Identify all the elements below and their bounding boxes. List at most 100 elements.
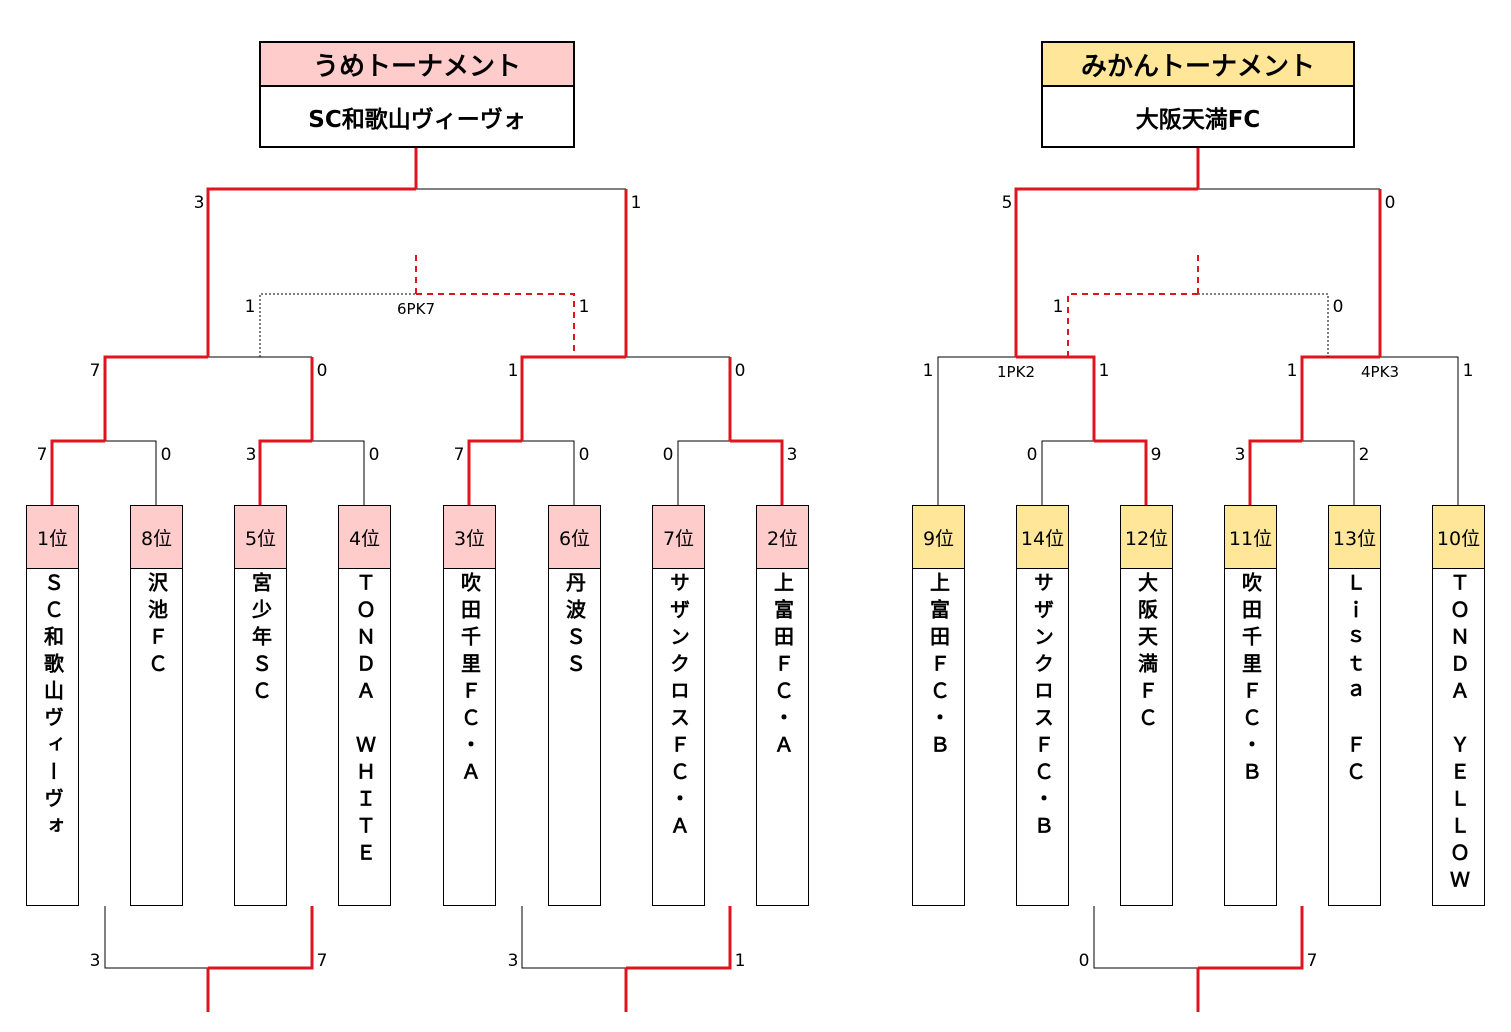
ume-cons-line-2b — [626, 906, 732, 970]
team-rank: 3位 — [444, 506, 495, 569]
ume-r2-score-2: 0 — [316, 361, 328, 381]
ume-r1-line-3b — [522, 440, 575, 505]
team-rank: 5位 — [235, 506, 286, 569]
mikan-r2-pk-2: 4PK3 — [1361, 363, 1399, 381]
team-name: 丹波ＳＳ — [562, 572, 587, 680]
ume-team-1: 1位 ＳＣ和歌山ヴィーヴォ — [26, 505, 79, 906]
ume-r1-line-3a — [467, 439, 522, 505]
team-rank: 1位 — [27, 506, 78, 569]
ume-team-6: 6位 丹波ＳＳ — [548, 505, 601, 906]
ume-team-4: 4位 ＴＯＮＤＡ ＷＨＩＴＥ — [338, 505, 391, 906]
mikan-cons-line-b — [1198, 906, 1304, 970]
ume-r1-score-1: 7 — [36, 445, 48, 465]
ume-cons-line-1b — [208, 906, 314, 970]
ume-cons-score-1: 3 — [89, 951, 101, 971]
mikan-r1-line-1b — [1094, 439, 1148, 505]
ume-r1-line-2b — [312, 440, 365, 505]
ume-cons-line-1a — [104, 906, 208, 969]
ume-third-line-b — [416, 293, 575, 357]
ume-team-2: 8位 沢池ＦＣ — [130, 505, 183, 906]
ume-final-score-2: 1 — [630, 193, 642, 213]
mikan-third-score-1: 1 — [1052, 297, 1064, 317]
team-rank: 9位 — [913, 506, 964, 569]
mikan-third-line-a — [1067, 293, 1198, 357]
team-name: サザンクロスＦＣ・Ａ — [666, 572, 691, 842]
team-name: Ｌｉｓｔａ ＦＣ — [1342, 572, 1367, 788]
team-rank: 6位 — [549, 506, 600, 569]
ume-r2-score-1: 7 — [89, 361, 101, 381]
mikan-r2-line-1b — [1016, 355, 1096, 441]
team-name: 上富田ＦＣ・Ｂ — [926, 572, 951, 761]
ume-third-pk: 6PK7 — [397, 300, 435, 318]
ume-r2-line-1a — [103, 355, 208, 441]
mikan-title: みかんトーナメント — [1043, 43, 1353, 87]
ume-r1-score-6: 0 — [578, 445, 590, 465]
ume-r1-line-4b — [730, 439, 784, 505]
mikan-team-6: 10位 ＴＯＮＤＡ ＹＥＬＬＯＷ — [1432, 505, 1485, 906]
team-rank: 11位 — [1225, 506, 1276, 569]
ume-cons-line-2a — [521, 906, 626, 969]
ume-r2-line-2a — [520, 355, 626, 441]
mikan-final-score-1: 5 — [1001, 193, 1013, 213]
team-name: サザンクロスＦＣ・Ｂ — [1030, 572, 1055, 842]
ume-r1-score-7: 0 — [662, 445, 674, 465]
mikan-team-1: 9位 上富田ＦＣ・Ｂ — [912, 505, 965, 906]
ume-third-score-1: 1 — [244, 297, 256, 317]
team-name: 宮少年ＳＣ — [248, 572, 273, 707]
ume-r1-score-5: 7 — [453, 445, 465, 465]
team-rank: 13位 — [1329, 506, 1380, 569]
mikan-r2-pk-1: 1PK2 — [997, 363, 1035, 381]
mikan-team-5: 13位 Ｌｉｓｔａ ＦＣ — [1328, 505, 1381, 906]
ume-third-score-2: 1 — [578, 297, 590, 317]
mikan-team-3: 12位 大阪天満ＦＣ — [1120, 505, 1173, 906]
team-name: ＳＣ和歌山ヴィーヴォ — [40, 572, 65, 842]
mikan-r1-line-2b — [1302, 440, 1355, 505]
ume-winner: SC和歌山ヴィーヴォ — [308, 106, 526, 133]
ume-r2-score-3: 1 — [507, 361, 519, 381]
ume-r1-score-4: 0 — [368, 445, 380, 465]
team-rank: 8位 — [131, 506, 182, 569]
team-name: 沢池ＦＣ — [144, 572, 169, 680]
mikan-r1-score-3: 3 — [1234, 445, 1246, 465]
ume-title: うめトーナメント — [261, 43, 573, 87]
ume-r1-line-1a — [50, 439, 105, 505]
team-rank: 10位 — [1433, 506, 1484, 569]
mikan-r1-line-1a — [1041, 440, 1094, 505]
mikan-r1-score-1: 0 — [1026, 445, 1038, 465]
ume-final-line-a — [206, 187, 416, 357]
mikan-cons-score-2: 7 — [1306, 951, 1318, 971]
mikan-r1-line-2a — [1248, 439, 1302, 505]
team-rank: 14位 — [1017, 506, 1068, 569]
ume-r2-score-4: 0 — [734, 361, 746, 381]
ume-r1-line-2a — [258, 439, 312, 505]
mikan-r2-line-1a — [937, 356, 1016, 505]
ume-team-5: 3位 吹田千里ＦＣ・Ａ — [443, 505, 496, 906]
ume-final-score-1: 3 — [193, 193, 205, 213]
team-name: 吹田千里ＦＣ・Ｂ — [1238, 572, 1263, 788]
mikan-cons-line-a — [1093, 906, 1198, 969]
mikan-final-score-2: 0 — [1384, 193, 1396, 213]
mikan-r1-score-4: 2 — [1358, 445, 1370, 465]
team-rank: 2位 — [757, 506, 808, 569]
ume-cons-score-2: 7 — [316, 951, 328, 971]
ume-r1-score-2: 0 — [160, 445, 172, 465]
mikan-team-2: 14位 サザンクロスＦＣ・Ｂ — [1016, 505, 1069, 906]
ume-cons-score-4: 1 — [734, 951, 746, 971]
ume-team-7: 7位 サザンクロスＦＣ・Ａ — [652, 505, 705, 906]
team-rank: 12位 — [1121, 506, 1172, 569]
team-name: 吹田千里ＦＣ・Ａ — [457, 572, 482, 788]
ume-r1-score-8: 3 — [786, 445, 798, 465]
mikan-r2-score-4: 1 — [1462, 361, 1474, 381]
mikan-winner: 大阪天満FC — [1135, 106, 1261, 133]
mikan-r2-score-1: 1 — [922, 361, 934, 381]
ume-team-3: 5位 宮少年ＳＣ — [234, 505, 287, 906]
ume-third-line-a — [259, 293, 416, 357]
mikan-final-line-a — [1014, 187, 1198, 357]
team-name: 大阪天満ＦＣ — [1134, 572, 1159, 734]
team-name: ＴＯＮＤＡ ＷＨＩＴＥ — [352, 572, 377, 869]
mikan-team-4: 11位 吹田千里ＦＣ・Ｂ — [1224, 505, 1277, 906]
ume-cons-score-3: 3 — [507, 951, 519, 971]
mikan-third-line-b — [1198, 293, 1329, 357]
ume-team-8: 2位 上富田ＦＣ・Ａ — [756, 505, 809, 906]
mikan-r2-line-2b — [1380, 356, 1459, 505]
